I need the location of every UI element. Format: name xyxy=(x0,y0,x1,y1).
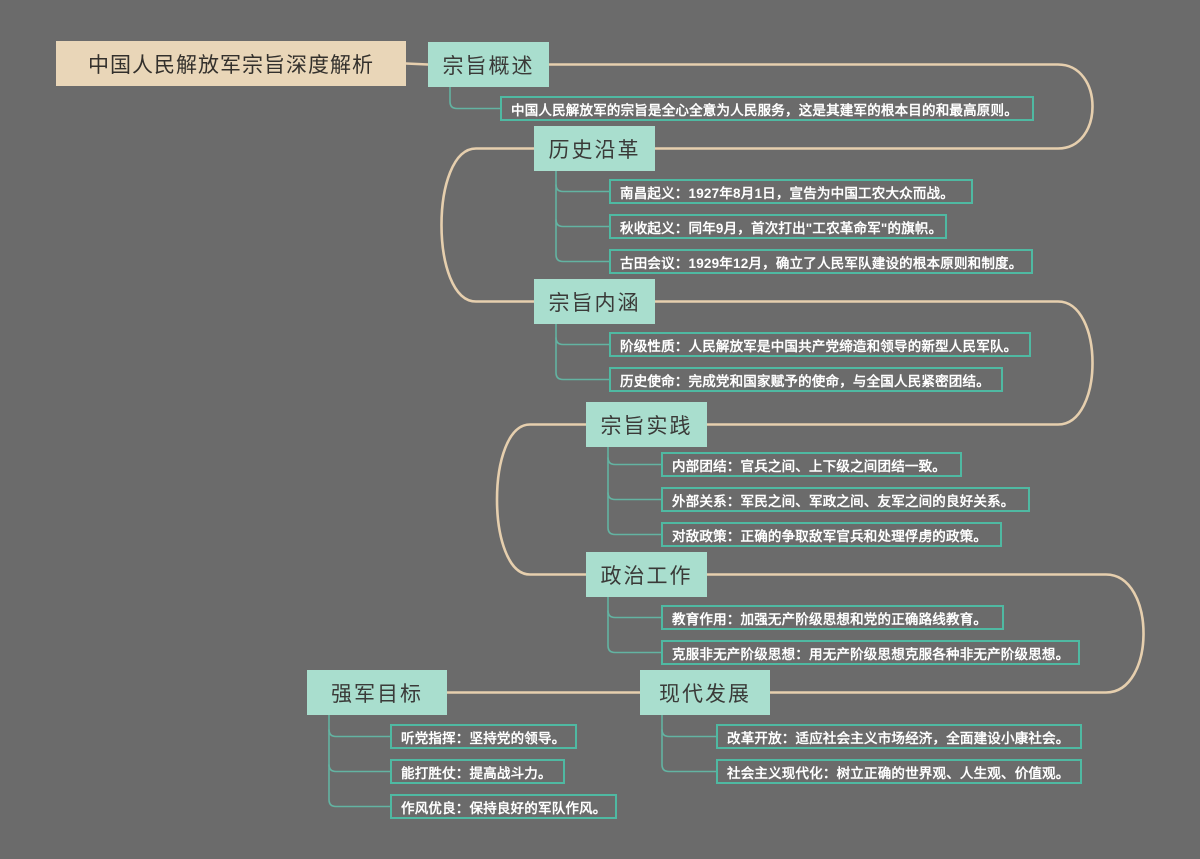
leaf-node-6-1-label: 能打胜仗：提高战斗力。 xyxy=(401,765,552,781)
leaf-node-4-0[interactable]: 教育作用：加强无产阶级思想和党的正确路线教育。 xyxy=(661,605,1004,630)
leaf-node-3-0-label: 内部团结：官兵之间、上下级之间团结一致。 xyxy=(672,458,946,474)
leaf-node-5-1[interactable]: 社会主义现代化：树立正确的世界观、人生观、价值观。 xyxy=(716,759,1082,784)
leaf-node-1-2[interactable]: 古田会议：1929年12月，确立了人民军队建设的根本原则和制度。 xyxy=(609,249,1033,274)
leaf-node-3-1-label: 外部关系：军民之间、军政之间、友军之间的良好关系。 xyxy=(672,493,1015,509)
branch-node-3-label: 宗旨实践 xyxy=(600,414,693,438)
branch-node-2[interactable]: 宗旨内涵 xyxy=(534,279,655,324)
leaf-node-2-1-label: 历史使命：完成党和国家赋予的使命，与全国人民紧密团结。 xyxy=(620,373,990,389)
branch-node-6-label: 强军目标 xyxy=(331,682,423,706)
leaf-node-0-0-label: 中国人民解放军的宗旨是全心全意为人民服务，这是其建军的根本目的和最高原则。 xyxy=(511,102,1018,118)
branch-node-1-label: 历史沿革 xyxy=(548,138,641,162)
leaf-node-1-2-label: 古田会议：1929年12月，确立了人民军队建设的根本原则和制度。 xyxy=(620,255,1023,271)
branch-node-4-label: 政治工作 xyxy=(600,564,693,588)
leaf-node-1-0[interactable]: 南昌起义：1927年8月1日，宣告为中国工农大众而战。 xyxy=(609,179,973,204)
leaf-node-3-2[interactable]: 对敌政策：正确的争取敌军官兵和处理俘虏的政策。 xyxy=(661,522,1002,547)
branch-node-0[interactable]: 宗旨概述 xyxy=(428,42,549,87)
leaf-node-3-2-label: 对敌政策：正确的争取敌军官兵和处理俘虏的政策。 xyxy=(672,528,988,544)
branch-node-2-label: 宗旨内涵 xyxy=(548,291,641,315)
branch-node-6[interactable]: 强军目标 xyxy=(307,670,447,715)
leaf-node-6-0[interactable]: 听党指挥：坚持党的领导。 xyxy=(390,724,577,749)
leaf-node-5-0[interactable]: 改革开放：适应社会主义市场经济，全面建设小康社会。 xyxy=(716,724,1082,749)
branch-node-0-label: 宗旨概述 xyxy=(442,54,535,78)
branch-node-4[interactable]: 政治工作 xyxy=(586,552,707,597)
root-node[interactable]: 中国人民解放军宗旨深度解析 xyxy=(56,41,406,86)
leaf-node-5-0-label: 改革开放：适应社会主义市场经济，全面建设小康社会。 xyxy=(727,730,1070,746)
leaf-node-3-0[interactable]: 内部团结：官兵之间、上下级之间团结一致。 xyxy=(661,452,962,477)
leaf-node-2-0[interactable]: 阶级性质：人民解放军是中国共产党缔造和领导的新型人民军队。 xyxy=(609,332,1031,357)
leaf-node-5-1-label: 社会主义现代化：树立正确的世界观、人生观、价值观。 xyxy=(727,765,1070,781)
leaf-node-2-1[interactable]: 历史使命：完成党和国家赋予的使命，与全国人民紧密团结。 xyxy=(609,367,1003,392)
leaf-node-1-1-label: 秋收起义：同年9月，首次打出"工农革命军"的旗帜。 xyxy=(620,220,943,236)
leaf-node-6-0-label: 听党指挥：坚持党的领导。 xyxy=(401,730,566,746)
leaf-node-6-1[interactable]: 能打胜仗：提高战斗力。 xyxy=(390,759,565,784)
root-node-label: 中国人民解放军宗旨深度解析 xyxy=(88,53,374,77)
leaf-node-1-0-label: 南昌起义：1927年8月1日，宣告为中国工农大众而战。 xyxy=(620,185,954,201)
branch-node-3[interactable]: 宗旨实践 xyxy=(586,402,707,447)
branch-node-5-label: 现代发展 xyxy=(659,682,751,706)
leaf-node-1-1[interactable]: 秋收起义：同年9月，首次打出"工农革命军"的旗帜。 xyxy=(609,214,947,239)
leaf-node-0-0[interactable]: 中国人民解放军的宗旨是全心全意为人民服务，这是其建军的根本目的和最高原则。 xyxy=(500,96,1034,121)
branch-node-1[interactable]: 历史沿革 xyxy=(534,126,655,171)
leaf-node-3-1[interactable]: 外部关系：军民之间、军政之间、友军之间的良好关系。 xyxy=(661,487,1030,512)
leaf-node-2-0-label: 阶级性质：人民解放军是中国共产党缔造和领导的新型人民军队。 xyxy=(620,338,1018,354)
branch-node-5[interactable]: 现代发展 xyxy=(640,670,770,715)
leaf-node-4-1-label: 克服非无产阶级思想：用无产阶级思想克服各种非无产阶级思想。 xyxy=(672,646,1070,662)
leaf-node-6-2[interactable]: 作风优良：保持良好的军队作风。 xyxy=(390,794,617,819)
leaf-node-4-0-label: 教育作用：加强无产阶级思想和党的正确路线教育。 xyxy=(672,611,988,627)
leaf-node-4-1[interactable]: 克服非无产阶级思想：用无产阶级思想克服各种非无产阶级思想。 xyxy=(661,640,1080,665)
leaf-node-6-2-label: 作风优良：保持良好的军队作风。 xyxy=(401,800,607,816)
